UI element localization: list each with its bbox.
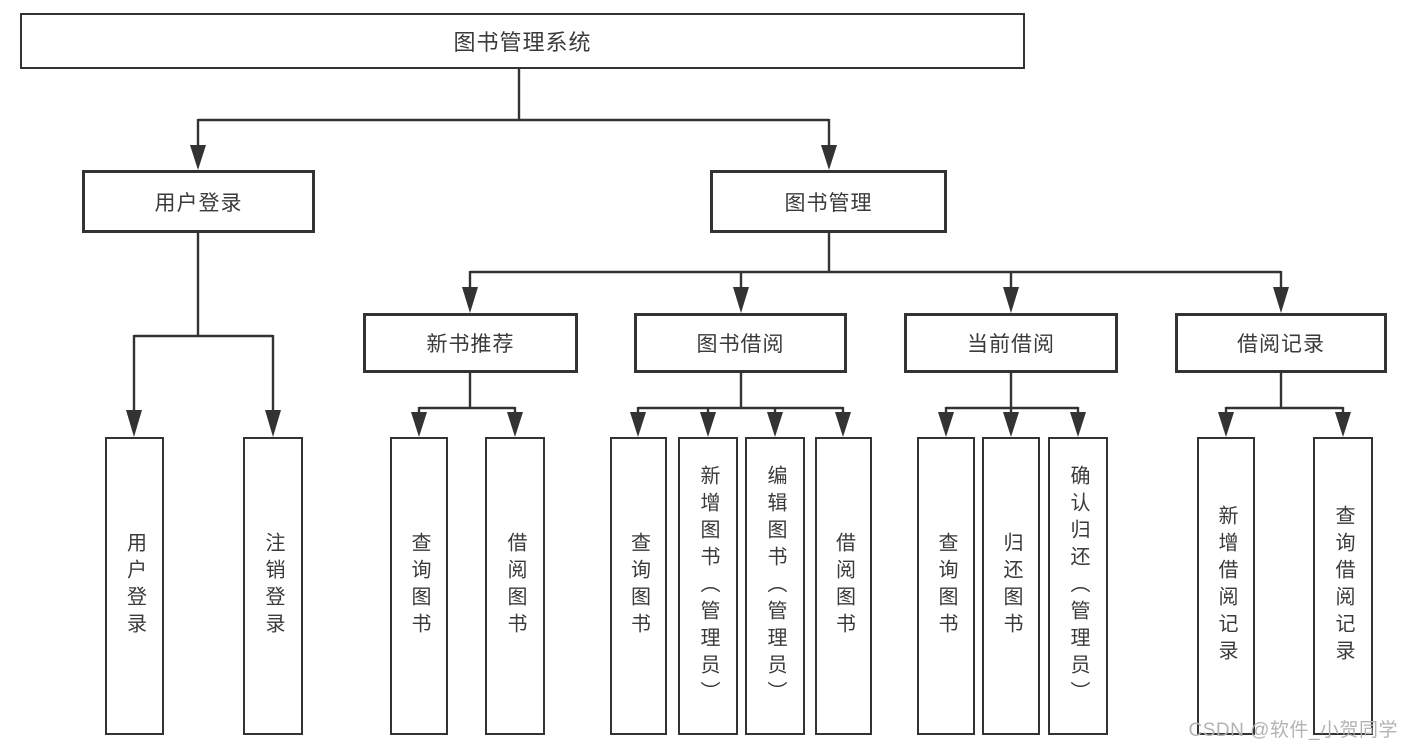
leaf-add-borrow-record-label: 新增借阅记录 xyxy=(1215,505,1237,667)
leaf-query-books-recommend-label: 查询图书 xyxy=(408,532,430,640)
leaf-user-login: 用户登录 xyxy=(105,437,164,735)
leaf-add-books-admin-label: 新增图书（管理员） xyxy=(697,464,719,708)
leaf-user-login-label: 用户登录 xyxy=(123,532,146,640)
leaf-logout-label: 注销登录 xyxy=(262,532,284,640)
node-current-borrow: 当前借阅 xyxy=(904,313,1118,373)
leaf-logout: 注销登录 xyxy=(243,437,303,735)
node-borrow-records-label: 借阅记录 xyxy=(1237,333,1325,356)
leaf-edit-books-admin-label: 编辑图书（管理员） xyxy=(764,464,786,708)
leaf-query-books-current-label: 查询图书 xyxy=(935,532,957,640)
leaf-query-books-borrow-label: 查询图书 xyxy=(627,532,650,640)
connector-book-borrow-to-leaves xyxy=(630,373,851,437)
node-book-management-label: 图书管理 xyxy=(784,191,873,215)
node-new-book-recommend-label: 新书推荐 xyxy=(426,333,515,356)
csdn-watermark: CSDN @软件_小贺同学 xyxy=(1188,720,1398,741)
leaf-borrow-books: 借阅图书 xyxy=(815,437,872,735)
leaf-borrow-books-recommend: 借阅图书 xyxy=(485,437,545,735)
node-book-management: 图书管理 xyxy=(710,170,947,233)
connector-borrow-records-to-leaves xyxy=(1218,373,1351,437)
leaf-query-borrow-record: 查询借阅记录 xyxy=(1313,437,1373,735)
connector-book-mgmt-to-level3 xyxy=(462,233,1289,313)
connector-new-book-to-leaves xyxy=(411,373,523,437)
leaf-edit-books-admin: 编辑图书（管理员） xyxy=(745,437,805,735)
leaf-add-borrow-record: 新增借阅记录 xyxy=(1197,437,1255,735)
node-book-borrow: 图书借阅 xyxy=(634,313,847,373)
connector-current-borrow-to-leaves xyxy=(938,373,1086,437)
node-user-login-label: 用户登录 xyxy=(154,191,243,215)
leaf-query-borrow-record-label: 查询借阅记录 xyxy=(1332,505,1354,667)
node-library-system-label: 图书管理系统 xyxy=(453,30,592,55)
node-borrow-records: 借阅记录 xyxy=(1175,313,1387,373)
leaf-query-books-recommend: 查询图书 xyxy=(390,437,448,735)
node-book-borrow-label: 图书借阅 xyxy=(696,333,785,356)
leaf-confirm-return-admin: 确认归还（管理员） xyxy=(1048,437,1108,735)
leaf-borrow-books-recommend-label: 借阅图书 xyxy=(504,532,526,640)
node-new-book-recommend: 新书推荐 xyxy=(363,313,578,373)
connector-user-login-to-leaves xyxy=(126,233,281,437)
leaf-query-books-borrow: 查询图书 xyxy=(610,437,667,735)
node-user-login: 用户登录 xyxy=(82,170,315,233)
leaf-return-books: 归还图书 xyxy=(982,437,1040,735)
leaf-query-books-current: 查询图书 xyxy=(917,437,975,735)
node-library-system: 图书管理系统 xyxy=(20,13,1025,69)
leaf-borrow-books-label: 借阅图书 xyxy=(832,532,855,640)
node-current-borrow-label: 当前借阅 xyxy=(967,333,1055,356)
connector-root-to-level2 xyxy=(190,69,837,170)
leaf-confirm-return-admin-label: 确认归还（管理员） xyxy=(1067,464,1089,708)
leaf-add-books-admin: 新增图书（管理员） xyxy=(678,437,738,735)
leaf-return-books-label: 归还图书 xyxy=(1000,532,1022,640)
